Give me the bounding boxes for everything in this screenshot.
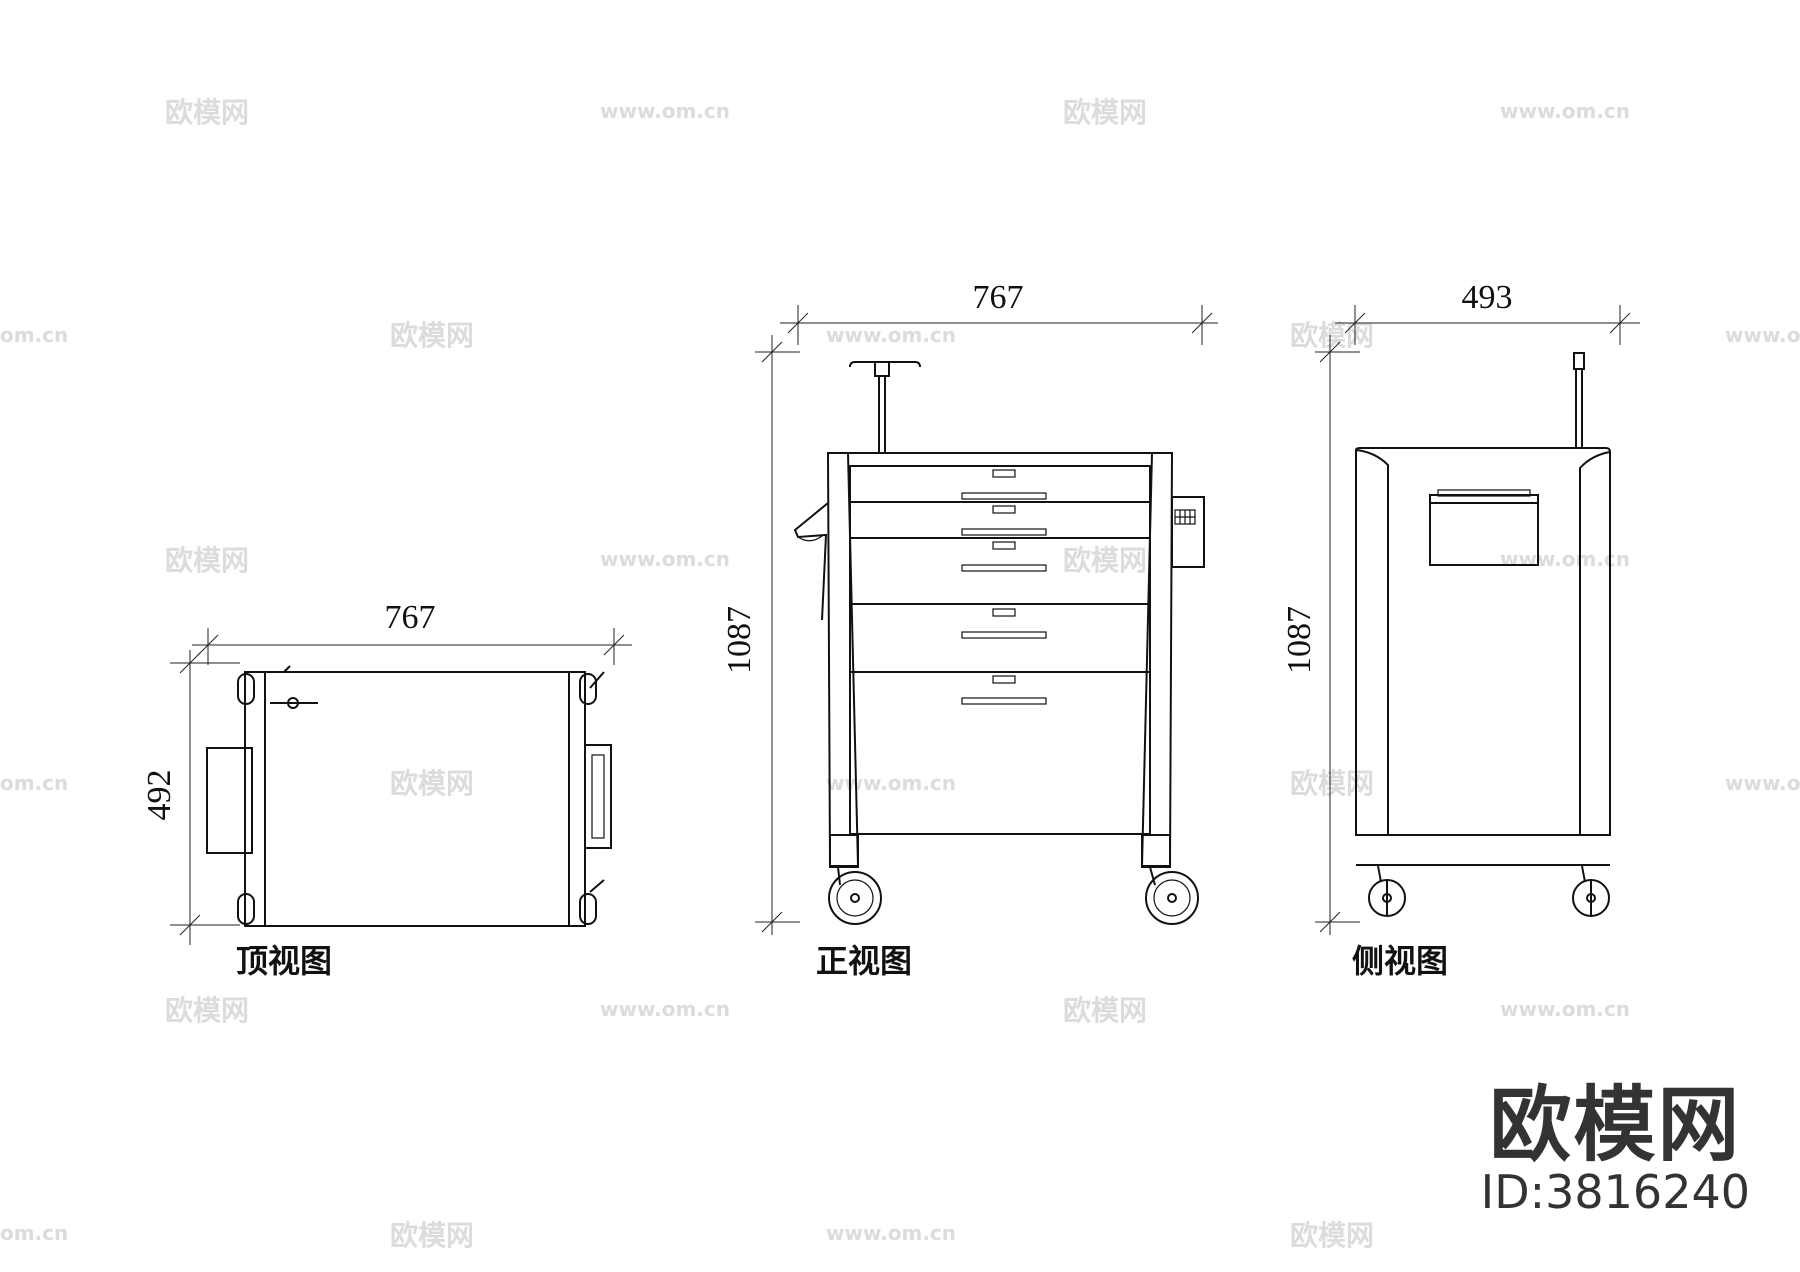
front-drawer-label	[992, 675, 1016, 684]
front-drawer-handle	[961, 697, 1047, 705]
watermark-text: 欧模网	[165, 96, 249, 129]
top-width-dimension: 767	[192, 599, 632, 665]
top-wheel	[237, 673, 255, 705]
watermark-url: www.om.cn	[600, 547, 730, 571]
watermarks: 欧模网 www.om.cn 欧模网 www.om.cn om.cn 欧模网 ww…	[0, 96, 1800, 1252]
front-waste-bin-rim	[797, 535, 823, 542]
front-drawer-label	[992, 541, 1016, 550]
front-right-post	[1140, 452, 1174, 867]
watermark-text: 欧模网	[165, 994, 249, 1027]
watermark-url: om.cn	[0, 1221, 68, 1245]
watermark-url: www.om.cn	[826, 1221, 956, 1245]
watermark-text: 欧模网	[1290, 1219, 1374, 1252]
side-iv-clamp	[1573, 352, 1585, 370]
front-height-dimension: 1087	[721, 335, 800, 935]
side-height-dimension: 1087	[1281, 335, 1360, 935]
top-depth-dimension: 492	[141, 650, 240, 945]
top-wheel	[579, 893, 597, 925]
brand-name: 欧模网	[1489, 1078, 1742, 1173]
top-side-bin	[206, 747, 253, 854]
watermark-text: 欧模网	[1063, 544, 1147, 577]
side-bin	[1429, 494, 1539, 566]
side-view-caption: 侧视图	[1352, 942, 1448, 980]
top-left-post	[244, 671, 266, 927]
side-bin-lid	[1437, 489, 1531, 497]
watermark-text: 欧模网	[390, 767, 474, 800]
brand-watermark: 欧模网 ID:3816240	[1481, 1085, 1750, 1218]
watermark-url: om.cn	[0, 771, 68, 795]
front-drawer-label	[992, 608, 1016, 617]
front-caster-bracket	[1141, 834, 1171, 868]
front-wheel	[828, 871, 882, 925]
top-right-post	[568, 671, 586, 927]
front-width-dimension: 767	[780, 279, 1218, 345]
side-cabinet	[1355, 447, 1611, 836]
front-iv-hook-ends	[849, 361, 921, 368]
top-handle	[283, 665, 291, 673]
watermark-url: www.om.cn	[1725, 771, 1800, 795]
top-handle	[589, 879, 605, 893]
top-wheel	[237, 893, 255, 925]
top-right-slot	[591, 754, 605, 839]
side-width-dimension: 493	[1335, 279, 1640, 345]
front-caster-bracket	[829, 834, 859, 868]
front-iv-clamp	[874, 361, 890, 377]
front-drawer-handle	[961, 564, 1047, 572]
front-drawer-handle	[961, 492, 1047, 500]
front-drawer-handle	[961, 528, 1047, 536]
front-view-caption: 正视图	[816, 942, 912, 980]
watermark-text: 欧模网	[1063, 994, 1147, 1027]
front-wheel	[1145, 871, 1199, 925]
front-side-box	[1171, 496, 1205, 568]
watermark-url: om.cn	[0, 323, 68, 347]
watermark-text: 欧模网	[1290, 767, 1374, 800]
watermark-text: 欧模网	[390, 1219, 474, 1252]
front-drawer-handle	[961, 631, 1047, 639]
front-waste-bin	[793, 502, 829, 621]
watermark-url: www.om.cn	[600, 99, 730, 123]
watermark-url: www.om.cn	[1500, 99, 1630, 123]
watermark-text: 欧模网	[1290, 319, 1374, 352]
front-drawer-label	[992, 505, 1016, 514]
side-rear-post	[1579, 451, 1611, 835]
watermark-url: www.om.cn	[826, 771, 956, 795]
front-height-label: 1087	[721, 606, 758, 674]
watermark-url: www.om.cn	[1500, 997, 1630, 1021]
top-view-caption: 顶视图	[236, 942, 332, 980]
front-left-post	[826, 452, 860, 867]
top-handle	[589, 671, 605, 689]
watermark-text: 欧模网	[165, 544, 249, 577]
front-view: 767 1087	[721, 279, 1218, 980]
watermark-url: www.om.cn	[600, 997, 730, 1021]
top-view: 767 492 顶视图	[141, 599, 632, 980]
top-right-box	[584, 744, 612, 849]
brand-id: ID:3816240	[1480, 1165, 1750, 1219]
watermark-text: 欧模网	[1063, 96, 1147, 129]
top-depth-label: 492	[141, 770, 178, 821]
side-height-label: 1087	[1281, 606, 1318, 674]
watermark-url: www.om.cn	[826, 323, 956, 347]
front-width-label: 767	[973, 279, 1024, 316]
side-front-post	[1355, 449, 1389, 835]
watermark-url: www.om.cn	[1725, 323, 1800, 347]
top-width-label: 767	[385, 599, 436, 636]
top-wheel	[579, 673, 597, 705]
watermark-url: www.om.cn	[1500, 547, 1630, 571]
watermark-text: 欧模网	[390, 319, 474, 352]
side-view: 493 1087 侧视图	[1281, 279, 1640, 980]
front-drawer-label	[992, 469, 1016, 478]
side-width-label: 493	[1462, 279, 1513, 316]
front-cabinet	[849, 465, 1151, 835]
